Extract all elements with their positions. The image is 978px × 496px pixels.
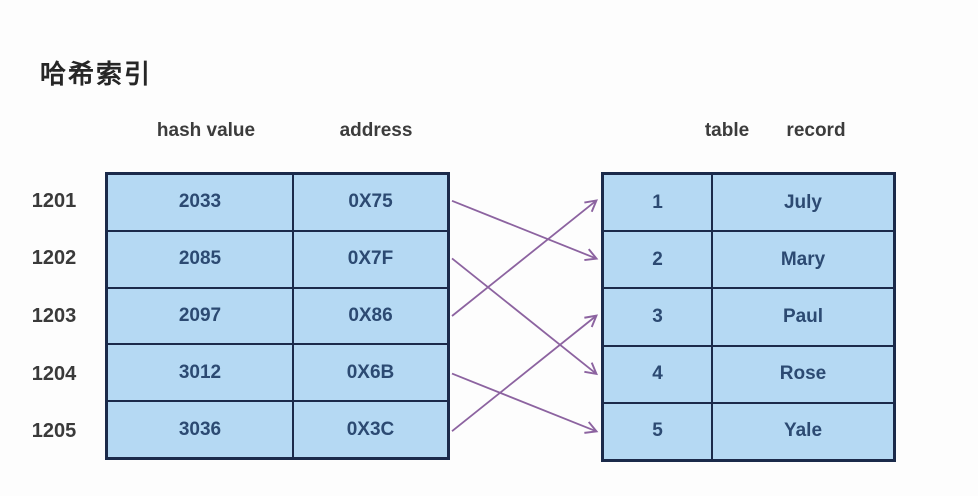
address-cell: 0X6B	[293, 344, 448, 401]
bucket-label: 1202	[18, 244, 90, 272]
record-id-cell: 2	[603, 231, 712, 288]
hash-value-cell: 3036	[107, 401, 293, 458]
hash-to-record-arrow	[452, 258, 596, 373]
hash-to-record-arrow	[452, 374, 596, 432]
hash-value-cell: 2033	[107, 174, 293, 231]
record-id-cell: 4	[603, 346, 712, 403]
record-id-cell: 5	[603, 403, 712, 460]
address-cell: 0X75	[293, 174, 448, 231]
header-record: record	[716, 120, 916, 142]
hash-index-table: 20330X7520850X7F20970X8630120X6B30360X3C	[105, 172, 450, 460]
bucket-label: 1201	[18, 187, 90, 215]
record-id-cell: 1	[603, 174, 712, 231]
header-address: address	[276, 120, 476, 142]
bucket-label: 1205	[18, 417, 90, 445]
record-name-cell: Paul	[712, 288, 894, 345]
bucket-label: 1203	[18, 302, 90, 330]
record-table: 1July2Mary3Paul4Rose5Yale	[601, 172, 896, 462]
pointer-arrows	[452, 201, 596, 431]
hash-value-cell: 2085	[107, 231, 293, 288]
record-name-cell: July	[712, 174, 894, 231]
record-name-cell: Yale	[712, 403, 894, 460]
hash-to-record-arrow	[452, 316, 596, 431]
address-cell: 0X7F	[293, 231, 448, 288]
record-name-cell: Mary	[712, 231, 894, 288]
hash-to-record-arrow	[452, 201, 596, 259]
record-name-cell: Rose	[712, 346, 894, 403]
hash-value-cell: 3012	[107, 344, 293, 401]
bucket-label: 1204	[18, 360, 90, 388]
hash-to-record-arrow	[452, 201, 596, 316]
address-cell: 0X3C	[293, 401, 448, 458]
record-id-cell: 3	[603, 288, 712, 345]
address-cell: 0X86	[293, 288, 448, 345]
diagram-title: 哈希索引	[40, 54, 152, 91]
hash-value-cell: 2097	[107, 288, 293, 345]
